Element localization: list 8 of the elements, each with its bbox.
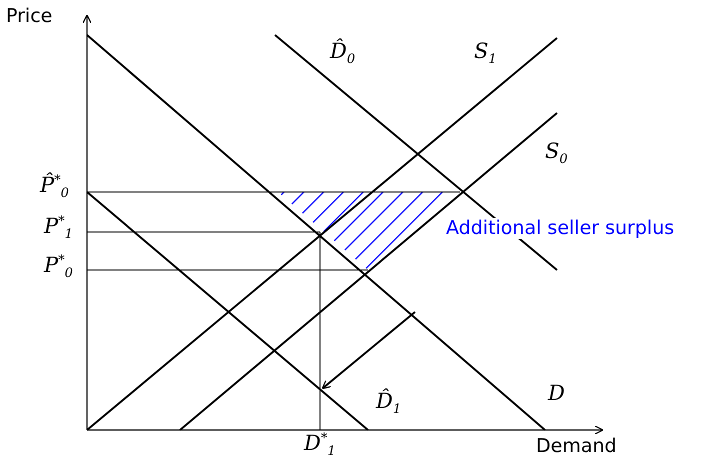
curve-label: D̂$_{0}$ (330, 40, 356, 68)
curve-label: D̂$_{1}$ (376, 390, 402, 418)
axis-label: Demand (536, 436, 617, 457)
curve-label: D (548, 382, 565, 406)
curve-label: S$_{1}$ (474, 40, 497, 68)
axis-label: Price (6, 6, 52, 27)
annotation-text: Additional seller surplus (446, 218, 674, 239)
curve-label: S$_{0}$ (545, 140, 568, 168)
